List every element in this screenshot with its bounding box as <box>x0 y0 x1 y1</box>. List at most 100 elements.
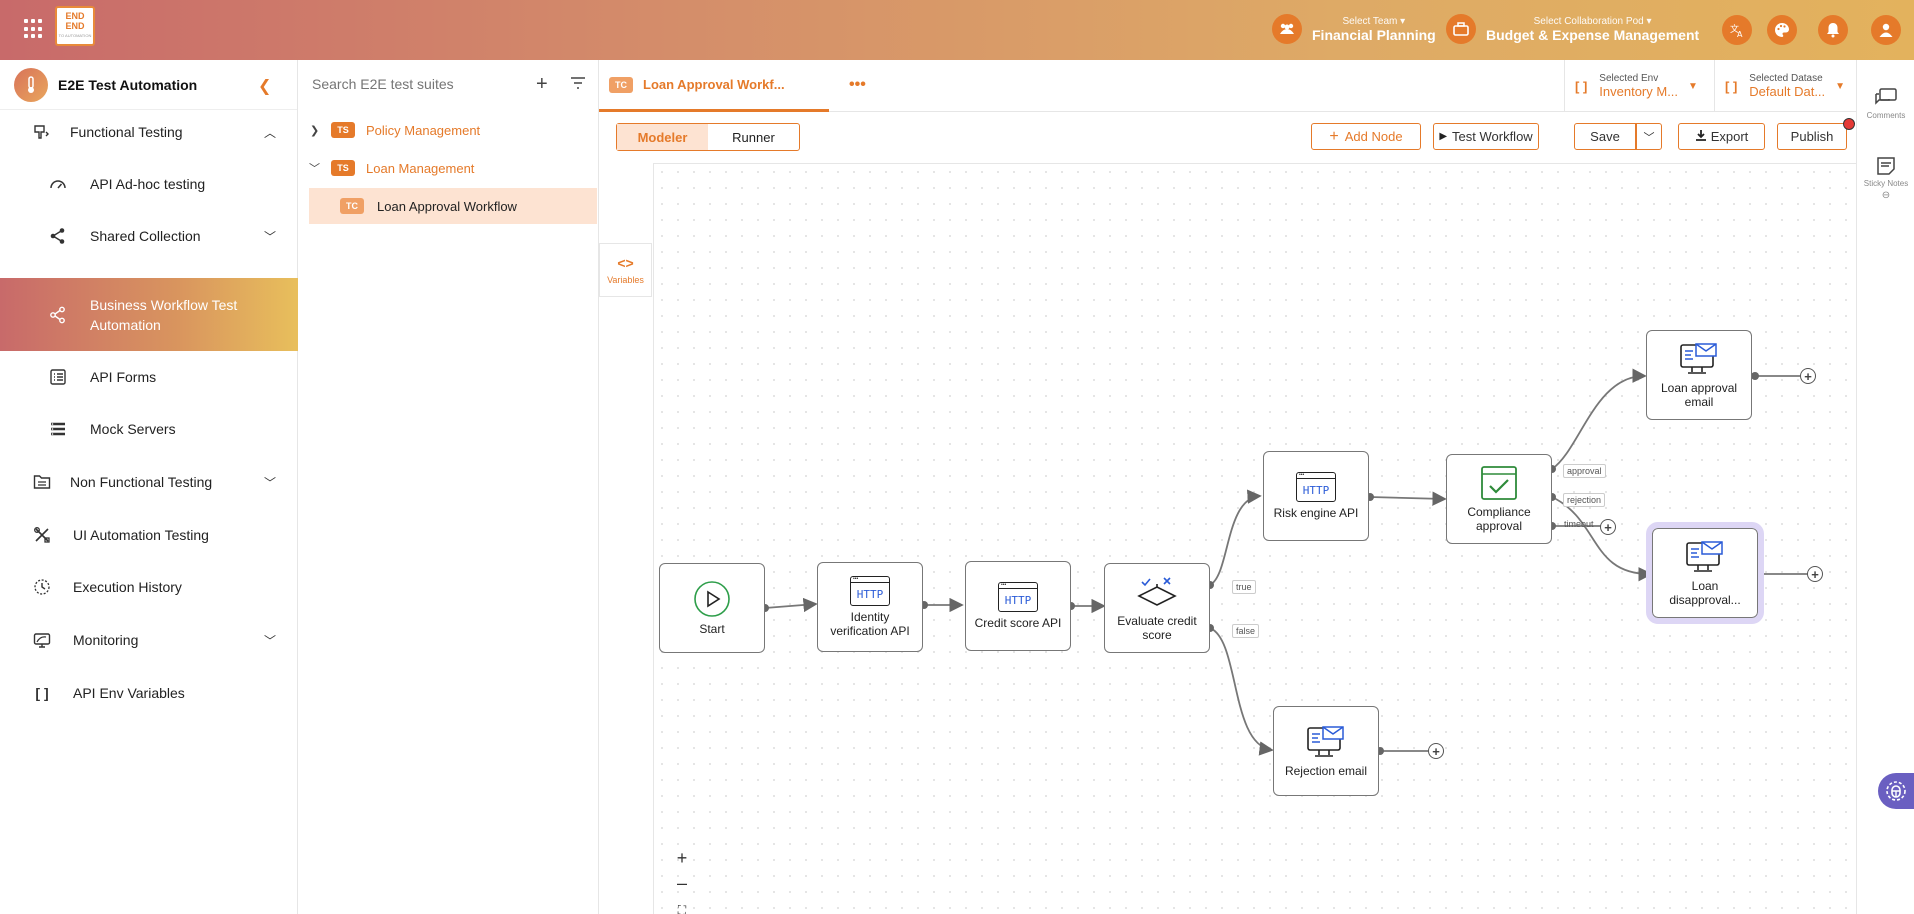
svg-text:A: A <box>1737 30 1743 38</box>
history-icon <box>32 577 52 597</box>
sidebar-item-ui-automation-testing[interactable]: UI Automation Testing <box>0 509 298 561</box>
more-tabs-icon[interactable]: ••• <box>849 76 866 93</box>
pod-selector[interactable]: Select Collaboration Pod ▾ Budget & Expe… <box>1446 14 1699 44</box>
chevron-down-icon: ▾ <box>1400 15 1406 27</box>
node-label: Evaluate credit <box>1117 614 1197 628</box>
sidebar-item-label: API Env Variables <box>73 685 185 701</box>
server-icon <box>48 419 68 439</box>
search-input[interactable] <box>312 76 512 92</box>
sidebar-item-non-functional-testing[interactable]: Non Functional Testing ﹀ <box>0 455 298 509</box>
comments-button[interactable]: Comments <box>1857 88 1914 120</box>
modeler-tab[interactable]: Modeler <box>617 124 708 150</box>
zoom-in-icon[interactable]: + <box>676 847 688 868</box>
add-next-node-icon[interactable]: + <box>1807 566 1823 582</box>
chevron-down-icon: ﹀ <box>264 633 277 648</box>
node-rejection-email[interactable]: Rejection email <box>1273 706 1379 796</box>
add-next-node-icon[interactable]: + <box>1600 519 1616 535</box>
sidebar-item-shared-collection[interactable]: Shared Collection ﹀ <box>0 210 298 262</box>
sidebar-item-business-workflow[interactable]: Business Workflow Test Automation <box>0 278 298 351</box>
folder-list-icon <box>32 472 52 492</box>
sidebar-item-label-block: Business Workflow Test Automation <box>90 295 237 335</box>
env-selector[interactable]: [ ] Selected Env Inventory M... ▼ <box>1564 60 1714 112</box>
ts-badge: TS <box>331 160 355 176</box>
env-value: Inventory M... <box>1599 84 1679 99</box>
sidebar-item-execution-history[interactable]: Execution History <box>0 561 298 613</box>
brackets-icon: [ ] <box>1725 78 1738 94</box>
node-label: Identity <box>850 610 890 624</box>
user-avatar-icon[interactable] <box>1871 15 1901 45</box>
sticky-note-icon <box>1877 157 1895 175</box>
filter-icon[interactable] <box>570 77 586 92</box>
sidebar-item-functional-testing[interactable]: Functional Testing ︿ <box>0 105 298 159</box>
tree-item-policy-management[interactable]: ❯ TS Policy Management <box>298 112 599 148</box>
comments-icon <box>1875 88 1897 105</box>
bell-icon[interactable] <box>1818 15 1848 45</box>
app-logo[interactable]: END END TO AUTOMATION <box>55 6 95 46</box>
team-selector[interactable]: Select Team ▾ Financial Planning <box>1272 14 1436 44</box>
sidebar-item-monitoring[interactable]: Monitoring ﹀ <box>0 613 298 667</box>
chevron-down-icon: ▾ <box>1646 15 1652 27</box>
node-start[interactable]: Start <box>659 563 765 653</box>
sidebar-collapse-icon[interactable]: ❮ <box>258 78 272 95</box>
fit-view-icon[interactable]: ⛶ <box>677 902 687 914</box>
test-workflow-label: Test Workflow <box>1452 129 1533 144</box>
add-node-label: Add Node <box>1344 129 1403 144</box>
collapse-circle-icon[interactable]: ⊖ <box>1881 190 1891 201</box>
apps-grid-icon[interactable] <box>24 19 44 39</box>
sidebar-item-api-forms[interactable]: API Forms <box>0 351 298 403</box>
node-label-2: disapproval... <box>1669 593 1741 607</box>
tc-badge: TC <box>609 76 633 93</box>
runner-tab[interactable]: Runner <box>732 129 775 145</box>
add-node-button[interactable]: + Add Node <box>1311 123 1421 150</box>
http-icon: ••• HTTP <box>998 582 1038 612</box>
sidebar-item-label: Business Workflow Test <box>90 296 238 313</box>
bug-report-icon[interactable] <box>1878 773 1914 809</box>
email-monitor-icon <box>1307 726 1344 757</box>
team-icon <box>1272 14 1302 44</box>
add-next-node-icon[interactable]: + <box>1800 368 1816 384</box>
tree-item-loan-management[interactable]: ﹀ TS Loan Management <box>298 150 599 186</box>
sidebar-item-label: API Ad-hoc testing <box>90 176 206 192</box>
add-suite-icon[interactable]: + <box>536 73 548 95</box>
http-text: HTTP <box>856 587 884 601</box>
team-value: Financial Planning <box>1312 26 1436 43</box>
sidebar-item-mock-servers[interactable]: Mock Servers <box>0 403 298 455</box>
sidebar-item-api-adhoc-testing[interactable]: API Ad-hoc testing <box>0 158 298 210</box>
sticky-notes-button[interactable]: Sticky Notes ⊖ <box>1857 156 1914 201</box>
save-options-button[interactable]: ﹀ <box>1636 123 1662 150</box>
edge-label-approval: approval <box>1563 464 1606 478</box>
publish-button[interactable]: Publish <box>1777 123 1847 150</box>
node-label: Rejection email <box>1284 764 1368 778</box>
node-credit-score-api[interactable]: ••• HTTP Credit score API <box>965 561 1071 651</box>
edge-label-false: false <box>1232 624 1260 638</box>
download-icon <box>1695 129 1707 144</box>
node-label: Compliance <box>1467 505 1531 519</box>
pod-value: Budget & Expense Management <box>1486 26 1700 43</box>
add-next-node-icon[interactable]: + <box>1428 743 1444 759</box>
node-label-2: verification API <box>830 624 910 638</box>
zoom-out-icon[interactable]: – <box>676 872 687 893</box>
variables-toggle[interactable]: <> Variables <box>599 243 652 297</box>
save-label: Save <box>1590 129 1620 144</box>
env-label: Selected Env <box>1599 73 1659 84</box>
notification-dot <box>1843 118 1855 130</box>
svg-text:文: 文 <box>1730 23 1739 35</box>
tab-loan-approval-workflow[interactable]: TC Loan Approval Workf... <box>599 60 829 112</box>
tree-item-label: Loan Approval Workflow <box>377 198 517 214</box>
test-workflow-button[interactable]: ▶ Test Workflow <box>1433 123 1539 150</box>
palette-icon[interactable] <box>1767 15 1797 45</box>
mode-toggle: Modeler Runner <box>616 123 800 151</box>
http-icon: ••• HTTP <box>1296 472 1336 502</box>
tree-item-loan-approval-workflow[interactable]: TC Loan Approval Workflow <box>309 188 597 224</box>
export-button[interactable]: Export <box>1678 123 1765 150</box>
node-risk-engine-api[interactable]: ••• HTTP Risk engine API <box>1263 451 1369 541</box>
dataset-selector[interactable]: [ ] Selected Datase Default Dat... ▼ <box>1714 60 1856 112</box>
save-button[interactable]: Save <box>1574 123 1636 150</box>
sidebar-item-api-env-variables[interactable]: [ ] API Env Variables <box>0 667 298 719</box>
